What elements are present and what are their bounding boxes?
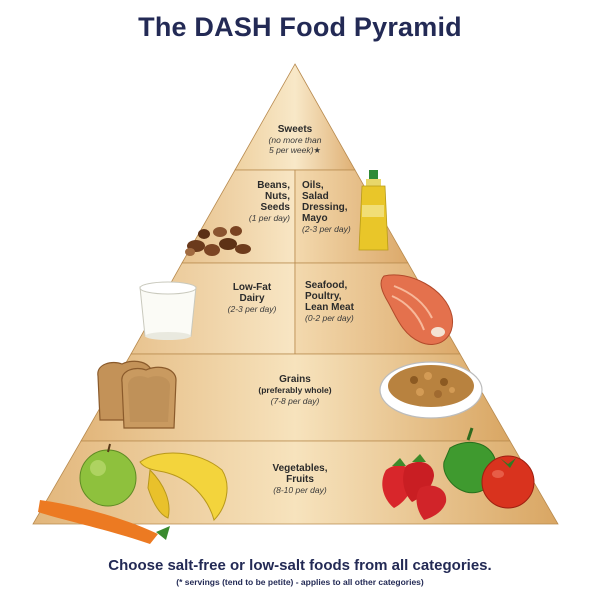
vegetables-label: Vegetables, Fruits (8-10 per day)	[250, 463, 350, 495]
sweets-servings-1: (no more than	[268, 135, 322, 145]
sweets-servings-2: 5 per week)★	[268, 145, 322, 155]
dairy-name-1: Low-Fat	[232, 282, 272, 293]
strawberries-icon	[382, 454, 447, 520]
dairy-name-2: Dairy	[239, 293, 265, 304]
oils-name-4: Mayo	[302, 213, 328, 224]
cereal-bowl-icon	[379, 361, 483, 419]
beans-name-2: Nuts,	[265, 191, 290, 202]
dairy-servings: (2-3 per day)	[227, 304, 277, 314]
footer-note: (* servings (tend to be petite) - applie…	[176, 577, 424, 587]
footer-main: Choose salt-free or low-salt foods from …	[108, 557, 492, 574]
banana-icon	[139, 452, 228, 521]
sweets-name: Sweets	[277, 124, 313, 135]
carrot-icon	[38, 500, 170, 544]
grains-label: Grains (preferably whole) (7-8 per day)	[240, 374, 350, 406]
vegetables-name-1: Vegetables,	[272, 463, 328, 474]
grains-sub: (preferably whole)	[258, 385, 332, 395]
grains-name: Grains	[279, 374, 311, 385]
oils-label: Oils, Salad Dressing, Mayo (2-3 per day)	[302, 180, 364, 234]
beans-name-3: Seeds	[260, 202, 290, 213]
beans-name-1: Beans,	[257, 180, 290, 191]
grains-servings: (7-8 per day)	[270, 396, 320, 406]
page-title: The DASH Food Pyramid	[138, 12, 462, 42]
beans-servings: (1 per day)	[248, 213, 290, 223]
seafood-name-2: Poultry,	[305, 291, 342, 302]
oils-name-3: Dressing,	[302, 202, 348, 213]
seafood-name-1: Seafood,	[305, 280, 348, 291]
salmon-steak-icon	[380, 274, 454, 345]
bread-slices-icon	[97, 360, 177, 429]
apple-icon	[79, 443, 137, 507]
seafood-servings: (0-2 per day)	[305, 313, 354, 323]
tomato-icon	[481, 455, 535, 509]
milk-glass-icon	[139, 281, 197, 340]
sweets-label: Sweets (no more than 5 per week)★	[255, 124, 335, 155]
oil-bottle-icon	[358, 170, 389, 251]
seafood-name-3: Lean Meat	[305, 302, 354, 313]
oils-servings: (2-3 per day)	[302, 224, 351, 234]
nuts-icon	[185, 226, 251, 256]
oils-name-2: Salad	[302, 191, 329, 202]
seafood-label: Seafood, Poultry, Lean Meat (0-2 per day…	[305, 280, 385, 323]
vegetables-name-2: Fruits	[286, 474, 314, 485]
dairy-label: Low-Fat Dairy (2-3 per day)	[215, 282, 289, 314]
vegetables-servings: (8-10 per day)	[273, 485, 327, 495]
beans-label: Beans, Nuts, Seeds (1 per day)	[222, 180, 290, 223]
oils-name-1: Oils,	[302, 180, 324, 191]
